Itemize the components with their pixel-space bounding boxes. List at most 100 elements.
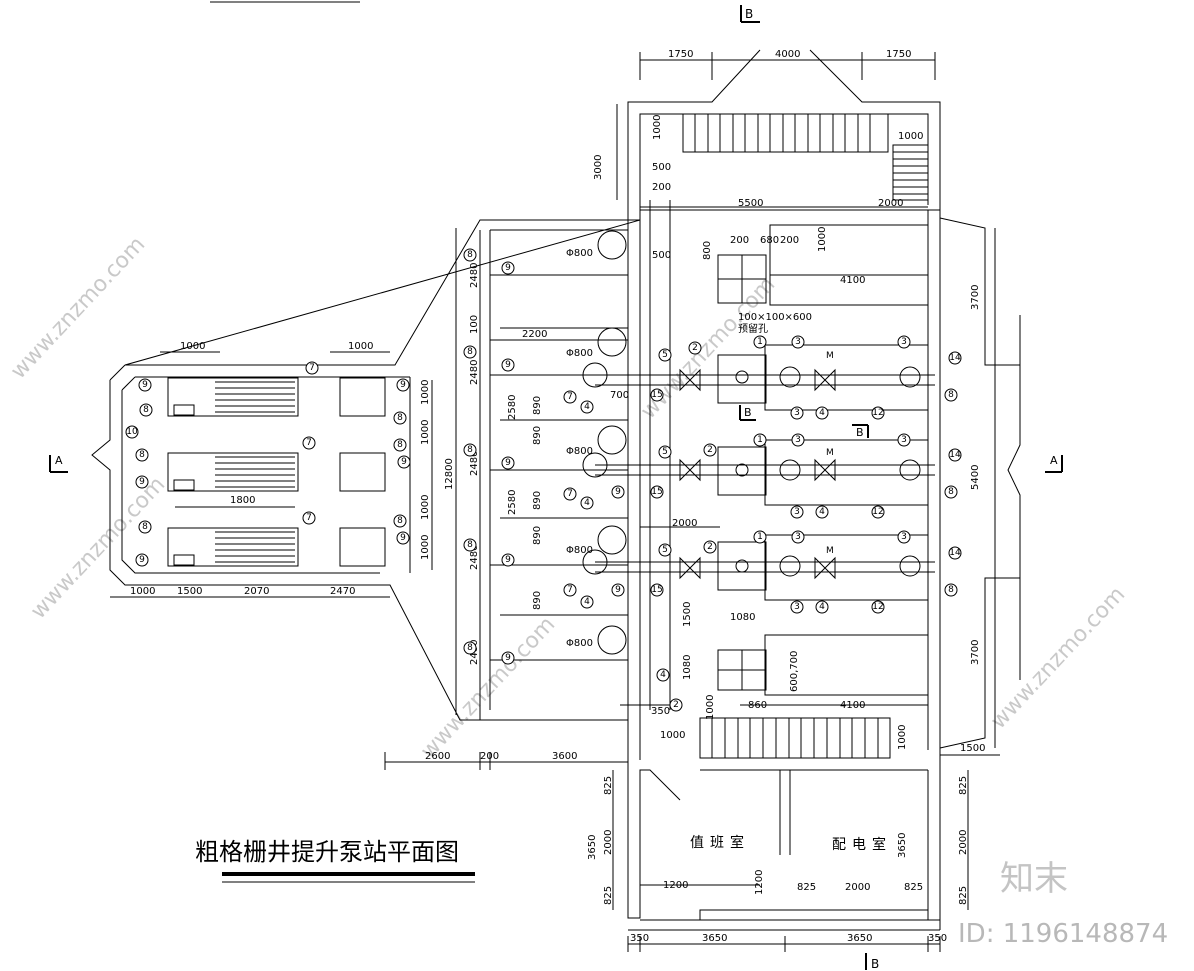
svg-text:Φ800: Φ800 (566, 545, 593, 556)
svg-text:1080: 1080 (682, 655, 693, 680)
svg-text:1: 1 (757, 337, 763, 347)
svg-text:1000: 1000 (130, 586, 155, 597)
svg-text:7: 7 (567, 489, 573, 499)
lower-pump-area: 600,700 860 4100 1000 1000 (705, 634, 929, 750)
svg-text:3: 3 (794, 602, 800, 612)
svg-text:A: A (55, 454, 63, 467)
svg-text:8: 8 (143, 405, 149, 415)
side-stair-treads (893, 151, 928, 195)
svg-text:825: 825 (904, 882, 923, 893)
svg-text:7: 7 (567, 585, 573, 595)
pump-line-3: M 1080 (582, 534, 935, 623)
svg-text:4000: 4000 (775, 49, 800, 60)
svg-text:3700: 3700 (970, 285, 981, 310)
svg-text:2070: 2070 (244, 586, 269, 597)
svg-text:9: 9 (139, 477, 145, 487)
svg-text:2470: 2470 (330, 586, 355, 597)
svg-text:4: 4 (584, 498, 590, 508)
svg-text:15: 15 (651, 487, 662, 497)
svg-text:14: 14 (949, 353, 961, 363)
watermark-logo: 知末 (1000, 859, 1068, 899)
svg-text:4: 4 (660, 670, 666, 680)
svg-text:2000: 2000 (845, 882, 870, 893)
svg-text:350: 350 (630, 933, 649, 944)
svg-text:B: B (745, 7, 753, 21)
right-dimensions: 3700 5400 3700 1500 (940, 228, 1000, 756)
svg-text:825: 825 (797, 882, 816, 893)
svg-text:1000: 1000 (420, 535, 431, 560)
svg-text:9: 9 (505, 263, 511, 273)
svg-text:2: 2 (692, 343, 698, 353)
svg-text:1000: 1000 (420, 495, 431, 520)
distribution-room-label: 配电室 (832, 836, 892, 853)
svg-text:2480: 2480 (469, 545, 480, 570)
svg-text:Φ800: Φ800 (566, 248, 593, 259)
svg-text:3: 3 (901, 337, 907, 347)
svg-text:8: 8 (397, 440, 403, 450)
svg-text:8: 8 (467, 347, 473, 357)
svg-text:B: B (744, 406, 752, 419)
svg-text:200: 200 (730, 235, 749, 246)
svg-text:1000: 1000 (817, 227, 828, 252)
svg-text:1000: 1000 (180, 341, 205, 352)
svg-text:825: 825 (603, 886, 614, 905)
svg-text:890: 890 (532, 491, 543, 510)
svg-text:9: 9 (615, 487, 621, 497)
svg-text:5: 5 (662, 350, 668, 360)
svg-text:9: 9 (401, 457, 407, 467)
watermark-site-1: www.znzmo.com (6, 232, 150, 384)
upper-reserved-grid (717, 224, 929, 306)
section-mark-a-right: A (1045, 454, 1063, 473)
svg-text:M: M (826, 546, 834, 556)
svg-text:800: 800 (702, 241, 713, 260)
svg-text:2580: 2580 (507, 395, 518, 420)
top-dimension-chain: 1750 4000 1750 (639, 49, 936, 80)
svg-text:1750: 1750 (886, 49, 911, 60)
svg-text:7: 7 (306, 438, 312, 448)
section-mark-a-left: A (49, 454, 68, 473)
svg-text:100: 100 (469, 315, 480, 334)
svg-text:2000: 2000 (958, 830, 969, 855)
svg-text:1000: 1000 (420, 380, 431, 405)
svg-text:8: 8 (948, 585, 954, 595)
section-mark-b-mid: B B (739, 405, 869, 439)
svg-text:100×100×600: 100×100×600 (738, 312, 812, 323)
svg-text:3: 3 (795, 532, 801, 542)
screen-bars (215, 381, 295, 563)
svg-text:3: 3 (795, 435, 801, 445)
svg-text:8: 8 (467, 643, 473, 653)
svg-text:9: 9 (400, 533, 406, 543)
svg-text:3650: 3650 (847, 933, 872, 944)
svg-text:3650: 3650 (587, 835, 598, 860)
svg-text:350: 350 (928, 933, 947, 944)
svg-text:7: 7 (309, 363, 315, 373)
svg-text:10: 10 (126, 427, 138, 437)
svg-text:12: 12 (872, 602, 883, 612)
svg-text:2200: 2200 (522, 329, 547, 340)
svg-text:2: 2 (673, 700, 679, 710)
svg-text:600,700: 600,700 (789, 651, 800, 692)
svg-text:3: 3 (795, 337, 801, 347)
watermark-id: ID: 1196148874 (958, 919, 1168, 949)
svg-text:9: 9 (615, 585, 621, 595)
svg-text:3600: 3600 (552, 751, 577, 762)
svg-text:12800: 12800 (444, 458, 455, 490)
svg-text:7: 7 (567, 392, 573, 402)
svg-text:2: 2 (707, 542, 713, 552)
svg-text:3: 3 (794, 507, 800, 517)
svg-text:B: B (871, 957, 879, 971)
svg-text:Φ800: Φ800 (566, 446, 593, 457)
svg-text:1000: 1000 (420, 420, 431, 445)
svg-text:1200: 1200 (663, 880, 688, 891)
svg-text:3: 3 (901, 532, 907, 542)
section-mark-b-top: B (740, 5, 760, 23)
svg-text:8: 8 (397, 413, 403, 423)
svg-text:1000: 1000 (348, 341, 373, 352)
svg-text:5500: 5500 (738, 198, 763, 209)
svg-text:预留孔: 预留孔 (738, 322, 768, 335)
svg-text:12: 12 (872, 408, 883, 418)
svg-text:B: B (856, 426, 864, 439)
svg-text:5: 5 (662, 447, 668, 457)
svg-text:9: 9 (505, 360, 511, 370)
